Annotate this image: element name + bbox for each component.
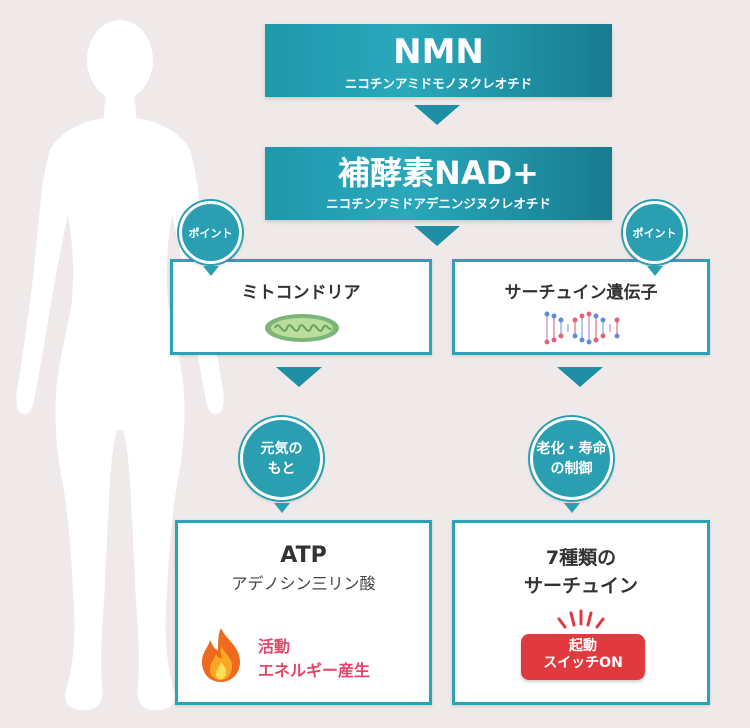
aging-badge-line1: 老化・寿命 xyxy=(536,440,607,457)
energy-badge-line1: 元気の xyxy=(260,440,303,457)
energy-badge-pointer xyxy=(274,503,290,513)
sirtuin-card: 7種類の サーチュイン 起動 スイッチON xyxy=(452,520,710,705)
energy-line1: 活動 xyxy=(258,637,291,656)
nmn-title: NMN xyxy=(393,32,484,72)
mitochondria-card: ミトコンドリア xyxy=(170,259,432,355)
arrow-down-icon xyxy=(414,226,460,246)
atp-card: ATP アデノシン三リン酸 活動 エネルギー産生 xyxy=(175,520,432,705)
right-point-badge: ポイント xyxy=(623,201,686,264)
sirtuin-gene-card: サーチュイン遺伝子 xyxy=(452,259,710,355)
arrow-down-icon xyxy=(414,105,460,125)
human-silhouette xyxy=(16,20,224,711)
dna-icon xyxy=(544,311,620,345)
arrow-down-icon xyxy=(276,367,322,387)
activation-burst-icon xyxy=(557,609,605,629)
nad-title: 補酵素NAD+ xyxy=(338,154,539,192)
mitochondria-icon xyxy=(265,314,339,342)
nmn-banner: NMN ニコチンアミドモノヌクレオチド xyxy=(265,24,612,97)
energy-source-badge: 元気の もと xyxy=(240,417,323,500)
left-point-badge: ポイント xyxy=(179,201,242,264)
energy-line2: エネルギー産生 xyxy=(258,661,371,680)
left-point-pointer xyxy=(203,266,219,276)
nmn-subtitle: ニコチンアミドモノヌクレオチド xyxy=(344,76,533,91)
arrow-down-icon xyxy=(557,367,603,387)
nad-subtitle: ニコチンアミドアデニンジヌクレオチド xyxy=(326,196,551,211)
aging-badge: 老化・寿命 の制御 xyxy=(530,417,613,500)
left-point-label: ポイント xyxy=(188,226,233,240)
right-point-label: ポイント xyxy=(632,226,677,240)
flame-icon xyxy=(202,628,240,682)
switch-line1: 起動 xyxy=(569,638,597,654)
switch-on-button: 起動 スイッチON xyxy=(521,634,645,680)
atp-title: ATP xyxy=(280,543,327,568)
aging-badge-pointer xyxy=(564,503,580,513)
energy-badge-line2: もと xyxy=(267,460,296,477)
sirtuin-gene-title: サーチュイン遺伝子 xyxy=(504,283,658,303)
nad-banner: 補酵素NAD+ ニコチンアミドアデニンジヌクレオチド xyxy=(265,147,612,220)
sirtuin-title-line2: サーチュイン xyxy=(523,575,638,597)
right-point-pointer xyxy=(647,266,663,276)
atp-subtitle: アデノシン三リン酸 xyxy=(231,574,376,593)
aging-badge-line2: の制御 xyxy=(550,460,593,477)
sirtuin-title-line1: 7種類の xyxy=(545,547,617,569)
switch-line2: スイッチON xyxy=(543,655,623,671)
mitochondria-title: ミトコンドリア xyxy=(241,283,361,303)
